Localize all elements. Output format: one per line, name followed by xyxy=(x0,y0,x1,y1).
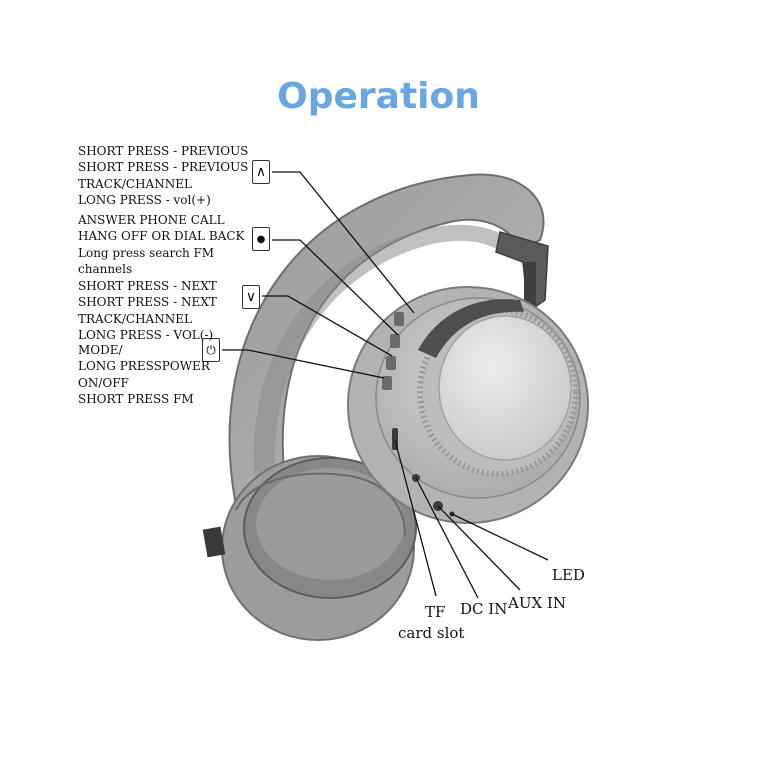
control-label-down: SHORT PRESS - NEXT SHORT PRESS - NEXT TR… xyxy=(78,278,217,343)
aux-in-label: AUX IN xyxy=(508,594,566,612)
label-line: TRACK/CHANNEL xyxy=(78,311,192,326)
label-line: LONG PRESSPOWER xyxy=(78,359,210,374)
power-icon: ⏻ xyxy=(202,338,220,362)
label-line: Long press search FM xyxy=(78,245,215,260)
play-dot-icon: ● xyxy=(252,227,270,251)
label-line: LONG PRESS - vol(+) xyxy=(78,192,211,207)
cup-button-play xyxy=(390,334,400,348)
tf-label-sub: card slot xyxy=(398,624,465,642)
label-line: SHORT PRESS - PREVIOUS xyxy=(78,160,249,175)
down-caret-icon: ∨ xyxy=(242,285,260,309)
label-line: ON/OFF xyxy=(78,375,129,390)
label-line: HANG OFF OR DIAL BACK xyxy=(78,229,245,244)
label-line: channels xyxy=(78,261,133,276)
label-line: SHORT PRESS FM xyxy=(78,391,194,406)
label-line: LONG PRESS - VOL(-) xyxy=(78,327,214,342)
page-title: Operation xyxy=(277,76,480,117)
tf-label: TF xyxy=(425,603,446,621)
label-line: SHORT PRESS - NEXT xyxy=(78,279,217,293)
label-line: SHORT PRESS - NEXT xyxy=(78,295,217,310)
label-line: SHORT PRESS - PREVIOUS xyxy=(78,144,249,158)
up-caret-icon: ∧ xyxy=(252,160,270,184)
control-label-play: ANSWER PHONE CALL HANG OFF OR DIAL BACK … xyxy=(78,212,244,277)
led-label: LED xyxy=(552,566,585,584)
control-label-power: MODE/ LONG PRESSPOWER ON/OFF SHORT PRESS… xyxy=(78,342,210,407)
cup-button-up xyxy=(394,312,404,326)
cup-button-down xyxy=(386,356,396,370)
label-line: ANSWER PHONE CALL xyxy=(78,213,225,227)
cup-button-power xyxy=(382,376,392,390)
label-line: TRACK/CHANNEL xyxy=(78,176,192,191)
control-label-up: SHORT PRESS - PREVIOUS SHORT PRESS - PRE… xyxy=(78,143,248,208)
dc-in-label: DC IN xyxy=(460,600,508,618)
label-line: MODE/ xyxy=(78,343,123,357)
